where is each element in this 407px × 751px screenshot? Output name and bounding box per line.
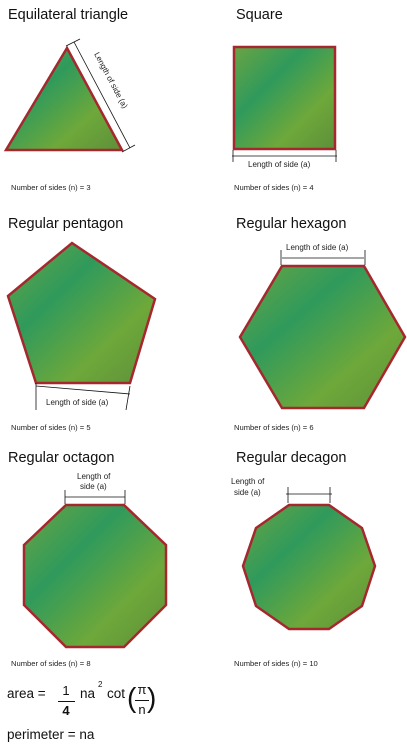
triangle-side-dimension-line [73, 41, 131, 149]
octagon-side-label-line2: side (a) [80, 482, 107, 491]
title-square: Square [236, 7, 283, 23]
decagon-sides-count: Number of sides (n) = 10 [234, 659, 318, 668]
title-regular-decagon: Regular decagon [236, 450, 347, 466]
decagon-side-label-line1: Length of [231, 477, 265, 486]
title-regular-hexagon: Regular hexagon [236, 216, 347, 232]
regular-pentagon-shape [6, 241, 157, 385]
pentagon-sides-count: Number of sides (n) = 5 [11, 423, 91, 432]
decagon-side-label-line2: side (a) [234, 488, 261, 497]
area-n-denominator: n [138, 702, 146, 717]
regular-octagon-shape [22, 503, 168, 649]
square-shape [232, 45, 337, 151]
area-cot-term: cot [107, 686, 126, 701]
octagon-sides-count: Number of sides (n) = 8 [11, 659, 91, 668]
area-na-term: na [80, 686, 96, 701]
pentagon-side-label: Length of side (a) [46, 398, 109, 407]
square-side-label: Length of side (a) [248, 160, 311, 169]
title-regular-pentagon: Regular pentagon [8, 216, 124, 232]
title-regular-octagon: Regular octagon [8, 450, 115, 466]
triangle-dim-tick-top [65, 38, 81, 47]
area-pi-numerator: π [137, 682, 147, 697]
area-exponent: 2 [98, 680, 103, 689]
square-sides-count: Number of sides (n) = 4 [234, 183, 314, 192]
area-formula-label: area = [7, 686, 46, 701]
triangle-sides-count: Number of sides (n) = 3 [11, 183, 91, 192]
octagon-side-label-line1: Length of [77, 472, 111, 481]
triangle-side-label: Length of side (a) [92, 51, 129, 110]
pentagon-side-dimension-line [35, 385, 131, 395]
area-fraction-bar [58, 701, 75, 702]
area-left-paren: ( [127, 682, 137, 713]
area-right-paren: ) [147, 682, 157, 713]
regular-hexagon-shape [238, 264, 407, 410]
title-equilateral-triangle: Equilateral triangle [8, 7, 129, 23]
area-fraction-denominator: 4 [62, 703, 70, 718]
area-fraction-numerator: 1 [62, 683, 70, 698]
regular-decagon-shape [241, 503, 377, 631]
perimeter-formula: perimeter = na [7, 727, 95, 742]
pentagon-dim-tick-right [125, 385, 131, 411]
area-pi-fraction-bar [135, 700, 149, 701]
hexagon-sides-count: Number of sides (n) = 6 [234, 423, 314, 432]
hexagon-side-label: Length of side (a) [286, 243, 349, 252]
equilateral-triangle-shape [3, 45, 125, 152]
triangle-dim-tick-bottom [121, 144, 136, 153]
